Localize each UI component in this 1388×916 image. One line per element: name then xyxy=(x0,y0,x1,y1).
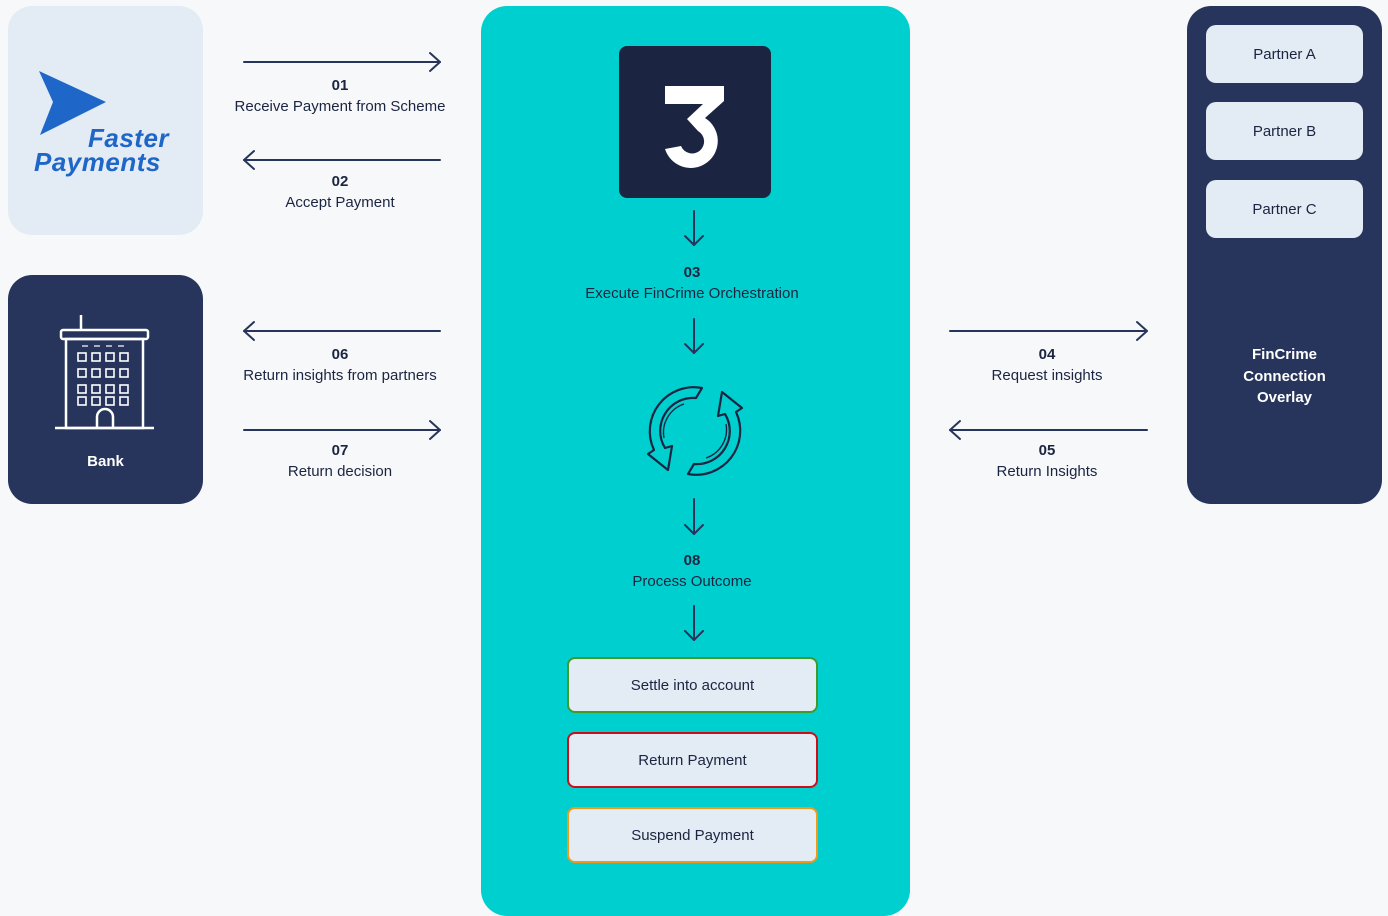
outcome-return-payment: Return Payment xyxy=(567,732,818,788)
faster-payments-box: Faster Payments xyxy=(8,6,203,235)
faster-payments-logo xyxy=(39,71,106,135)
brand-logo-tile xyxy=(619,46,771,198)
partner-a: Partner A xyxy=(1206,25,1363,83)
arrow-01-right xyxy=(243,52,441,72)
step-01-number: 01 xyxy=(331,77,349,94)
bank-building-icon xyxy=(55,315,154,430)
arrow-06-left xyxy=(243,321,441,341)
step-07-label: Return decision xyxy=(287,463,393,480)
step-02-number: 02 xyxy=(331,173,349,190)
outcome-suspend-payment: Suspend Payment xyxy=(567,807,818,863)
step-03-label: Execute FinCrime Orchestration xyxy=(585,285,799,302)
step-04-number: 04 xyxy=(1038,346,1056,363)
arrow-02-left xyxy=(243,150,441,170)
overlay-title-line2: Connection xyxy=(1243,367,1326,385)
step-08-label: Process Outcome xyxy=(632,573,752,590)
step-05-number: 05 xyxy=(1038,442,1056,459)
step-04-label: Request insights xyxy=(991,367,1103,384)
arrow-05-left xyxy=(949,420,1148,440)
arrow-07-right xyxy=(243,420,441,440)
overlay-title: FinCrime Connection Overlay xyxy=(1187,344,1382,409)
faster-payments-word-faster: Faster xyxy=(88,123,170,153)
step-06-number: 06 xyxy=(331,346,349,363)
overlay-title-line1: FinCrime xyxy=(1251,346,1317,363)
overlay-title-line3: Overlay xyxy=(1256,389,1313,406)
brand-3-logo xyxy=(665,86,724,168)
step-05-label: Return Insights xyxy=(996,463,1098,480)
fincrime-connection-overlay-panel xyxy=(1187,6,1382,504)
step-07-number: 07 xyxy=(331,442,349,459)
bank-label: Bank xyxy=(87,453,124,470)
faster-payments-word-payments: Payments xyxy=(34,147,161,177)
step-01-label: Receive Payment from Scheme xyxy=(234,98,446,115)
refresh-cycle-icon xyxy=(646,386,744,476)
outcome-settle-into-account: Settle into account xyxy=(567,657,818,713)
step-02-label: Accept Payment xyxy=(285,194,395,211)
step-08-number: 08 xyxy=(683,552,701,569)
step-06-label: Return insights from partners xyxy=(243,367,437,384)
partner-c: Partner C xyxy=(1206,180,1363,238)
step-03-number: 03 xyxy=(683,264,701,281)
partner-b: Partner B xyxy=(1206,102,1363,160)
bank-box: Bank xyxy=(8,275,203,504)
arrow-04-right xyxy=(949,321,1148,341)
